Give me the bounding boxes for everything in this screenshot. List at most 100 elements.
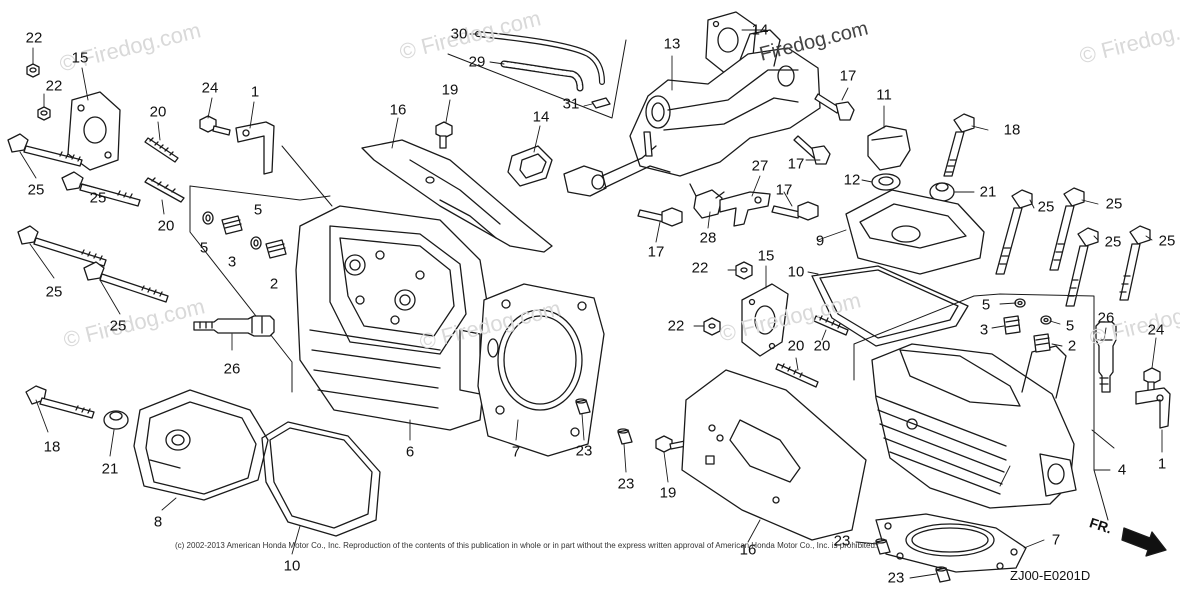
callout-21: 21 <box>101 460 119 478</box>
callout-7: 7 <box>1051 531 1061 549</box>
callout-26: 26 <box>223 360 241 378</box>
sleeve-2-left <box>265 239 287 259</box>
callout-23: 23 <box>833 532 851 550</box>
callout-4: 4 <box>1117 461 1127 479</box>
sleeve-3-left <box>221 215 243 235</box>
callout-26: 26 <box>1097 309 1115 327</box>
head-gasket-7-left <box>477 283 605 457</box>
stud-bolt-20-b <box>144 177 185 203</box>
head-gasket-7-right <box>875 513 1027 573</box>
grommet-21-left <box>103 410 129 430</box>
callout-2: 2 <box>269 275 279 293</box>
callout-5: 5 <box>199 239 209 257</box>
callout-18: 18 <box>1003 121 1021 139</box>
callout-8: 8 <box>153 513 163 531</box>
head-cover-9 <box>845 189 985 275</box>
shroud-16-right <box>681 369 867 541</box>
callout-25: 25 <box>1104 233 1122 251</box>
callout-5: 5 <box>981 296 991 314</box>
callout-20: 20 <box>157 217 175 235</box>
callout-19: 19 <box>441 81 459 99</box>
dowel-23-b <box>617 428 633 445</box>
callout-14: 14 <box>532 108 550 126</box>
nut-22-center-a <box>735 261 753 280</box>
callout-31: 31 <box>562 95 580 113</box>
governor-part-28 <box>689 183 725 219</box>
exhaust-gasket-15-center <box>741 283 789 357</box>
callout-22: 22 <box>691 259 709 277</box>
washer-5-right-a <box>1014 298 1026 308</box>
callout-25: 25 <box>1158 232 1176 250</box>
bolt-17-b <box>771 201 819 221</box>
callout-7: 7 <box>511 443 521 461</box>
callout-27: 27 <box>751 157 769 175</box>
callout-10: 10 <box>787 263 805 281</box>
spark-plug-26-right <box>1095 321 1117 393</box>
stud-bolt-20-c <box>813 315 849 336</box>
breather-hose-30 <box>475 31 605 85</box>
spark-plug-26-left <box>193 315 275 337</box>
callout-2: 2 <box>1067 337 1077 355</box>
callout-3: 3 <box>227 253 237 271</box>
leader-lines <box>19 29 1163 579</box>
callout-17: 17 <box>647 243 665 261</box>
diagram-code: ZJ00-E0201D <box>1010 568 1091 583</box>
copyright-notice: (c) 2002-2013 American Honda Motor Co., … <box>175 541 878 550</box>
callout-14: 14 <box>751 21 769 39</box>
cylinder-head-6-left <box>295 205 491 431</box>
callout-1: 1 <box>1157 455 1167 473</box>
callout-23: 23 <box>887 569 905 587</box>
oil-filler-cap-11 <box>867 125 911 171</box>
dowel-23-a <box>575 398 591 415</box>
flange-bolt-25-e <box>995 189 1033 275</box>
washer-5-right-b <box>1040 315 1052 325</box>
flange-bolt-25-a <box>7 133 83 167</box>
cylinder-head-4-right <box>871 343 1077 509</box>
bolt-18-left <box>25 385 95 419</box>
callout-29: 29 <box>468 53 486 71</box>
bolt-19-top <box>435 121 453 149</box>
cover-gasket-10-left <box>261 421 381 537</box>
callout-17: 17 <box>839 67 857 85</box>
callout-21: 21 <box>979 183 997 201</box>
callout-11: 11 <box>876 86 892 104</box>
callout-17: 17 <box>775 181 793 199</box>
washer-5-left-a <box>202 211 214 225</box>
flange-bolt-25-b <box>61 171 141 207</box>
callout-15: 15 <box>757 247 775 265</box>
callout-25: 25 <box>109 317 127 335</box>
nut-22-top-left <box>26 63 40 78</box>
callout-5: 5 <box>253 201 263 219</box>
dowel-23-d <box>935 566 951 583</box>
stud-bolt-20-d <box>775 363 819 388</box>
callout-25: 25 <box>27 181 45 199</box>
bracket-1-left <box>235 121 275 175</box>
callout-23: 23 <box>617 475 635 493</box>
flange-bolt-25-g <box>1065 227 1099 307</box>
callout-13: 13 <box>663 35 681 53</box>
callout-20: 20 <box>787 337 805 355</box>
bolt-24-left <box>199 115 231 136</box>
spring-hose-29 <box>500 60 584 92</box>
nut-22-center-b <box>703 317 721 336</box>
callout-3: 3 <box>979 321 989 339</box>
bolt-18-right <box>943 113 975 177</box>
bolt-17-a <box>637 207 683 227</box>
head-cover-8 <box>133 389 269 501</box>
callout-24: 24 <box>201 79 219 97</box>
throttle-linkage <box>563 131 671 197</box>
flange-bolt-25-h <box>1119 225 1151 301</box>
stud-bolt-20-a <box>144 137 179 163</box>
front-direction-arrow <box>1121 527 1167 557</box>
callout-22: 22 <box>667 317 685 335</box>
flange-bolt-25-c <box>17 225 107 267</box>
callout-16: 16 <box>739 541 757 559</box>
callout-20: 20 <box>813 337 831 355</box>
callout-9: 9 <box>815 232 825 250</box>
callout-5: 5 <box>1065 317 1075 335</box>
callout-25: 25 <box>1037 198 1055 216</box>
cover-gasket-10-right <box>811 265 969 347</box>
o-ring-12 <box>871 173 901 191</box>
callout-16: 16 <box>389 101 407 119</box>
